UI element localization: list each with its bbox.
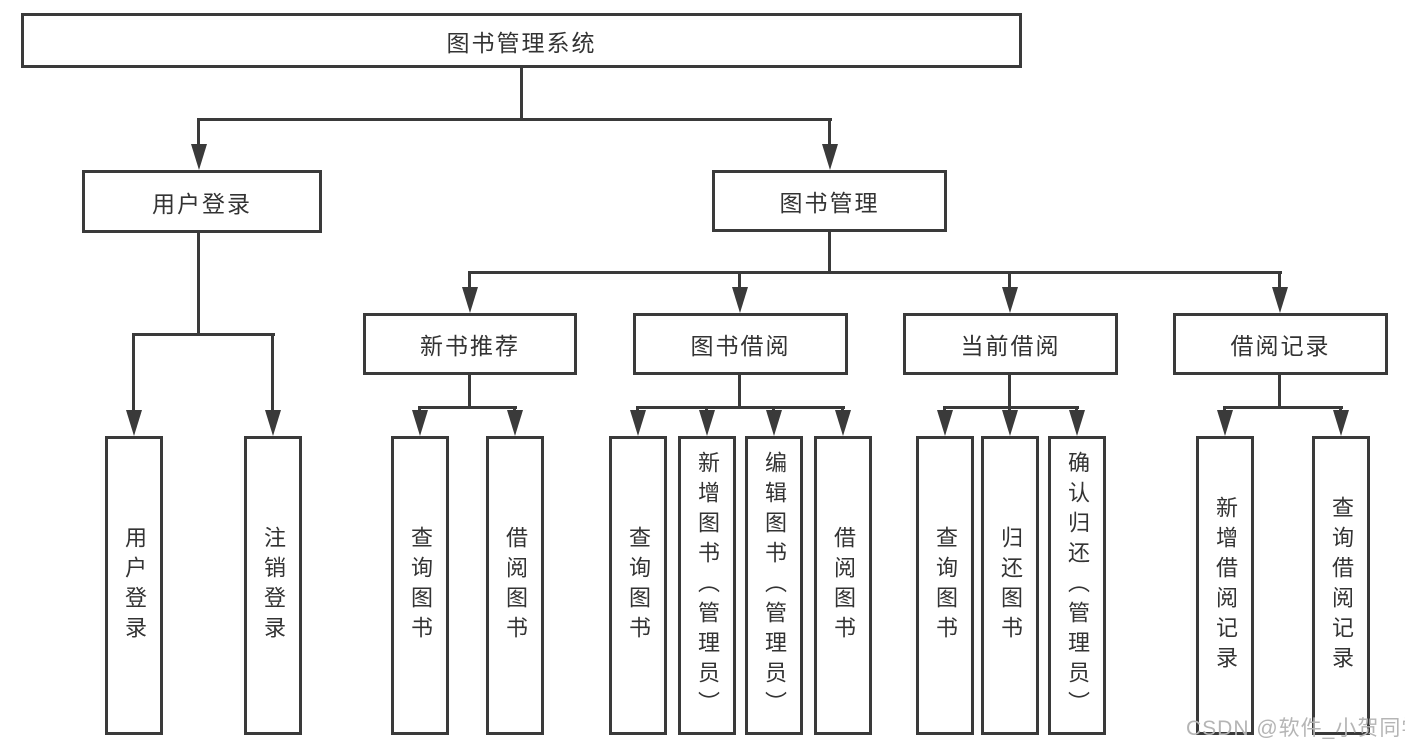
node-borrowing-records: 借阅记录 [1173,313,1388,375]
arrowhead-down [766,410,782,436]
connector-group4-rail [943,406,1079,409]
connector-group3-stem [738,373,741,408]
node-new-book-recommendation: 新书推荐 [363,313,577,375]
arrowhead-down [937,410,953,436]
node-new-book-recommendation-label: 新书推荐 [420,333,520,359]
leaf-query-borrow-record: 查询借阅记录 [1312,436,1370,735]
connector-root-stem [520,68,523,120]
node-borrowing-records-label: 借阅记录 [1230,333,1331,359]
arrowhead-down [1069,410,1085,436]
node-root: 图书管理系统 [21,13,1022,68]
connector-level3-rail [468,271,1282,274]
connector-group5-stem [1278,373,1281,408]
connector-level3-drop [468,271,471,291]
leaf-borrow-books-recommend: 借阅图书 [486,436,544,735]
node-book-borrowing-label: 图书借阅 [690,333,791,359]
connector-user-login-stem [197,231,200,335]
leaf-query-books-borrowing: 查询图书 [609,436,667,735]
leaf-add-book-admin: 新增图书（管理员） [678,436,736,735]
node-book-borrowing: 图书借阅 [633,313,848,375]
leaf-logout-label: 注销登录 [261,525,286,646]
connector-level3-drop [1008,271,1011,291]
leaf-borrow-books: 借阅图书 [814,436,872,735]
connector-user-login-drop [197,118,200,150]
arrowhead-down [412,410,428,436]
connector-group1-drop [271,333,274,413]
leaf-edit-book-admin: 编辑图书（管理员） [745,436,803,735]
arrowhead-down [126,410,142,436]
leaf-query-books-current-label: 查询图书 [933,525,958,646]
leaf-return-book: 归还图书 [981,436,1039,735]
connector-group5-rail [1223,406,1343,409]
leaf-confirm-return-admin: 确认归还（管理员） [1048,436,1106,735]
watermark: CSDN @软件_小贺同学 [1186,717,1405,740]
node-user-login-label: 用户登录 [152,190,252,217]
arrowhead-down [265,410,281,436]
arrowhead-down [822,144,838,170]
arrowhead-down [1333,410,1349,436]
leaf-query-borrow-record-label: 查询借阅记录 [1329,495,1354,676]
leaf-query-books-recommend: 查询图书 [391,436,449,735]
leaf-logout: 注销登录 [244,436,302,735]
connector-book-mgmt-stem [828,230,831,273]
node-current-borrowing: 当前借阅 [903,313,1118,375]
leaf-add-borrow-record: 新增借阅记录 [1196,436,1254,735]
arrowhead-down [732,287,748,313]
connector-group3-rail [636,406,845,409]
leaf-query-books-borrowing-label: 查询图书 [626,525,651,646]
leaf-query-books-recommend-label: 查询图书 [408,525,433,646]
leaf-borrow-books-label: 借阅图书 [831,525,856,646]
leaf-borrow-books-recommend-label: 借阅图书 [503,525,528,646]
connector-group1-rail [132,333,275,336]
arrowhead-down [462,287,478,313]
arrowhead-down [630,410,646,436]
leaf-add-borrow-record-label: 新增借阅记录 [1213,495,1238,676]
arrowhead-down [835,410,851,436]
connector-level3-drop [738,271,741,291]
node-book-management: 图书管理 [712,170,947,232]
node-root-label: 图书管理系统 [446,29,597,56]
leaf-return-book-label: 归还图书 [998,525,1023,646]
connector-group4-stem [1008,373,1011,408]
leaf-confirm-return-admin-label: 确认归还（管理员） [1065,450,1090,721]
arrowhead-down [1002,287,1018,313]
node-current-borrowing-label: 当前借阅 [960,333,1061,359]
arrowhead-down [1217,410,1233,436]
leaf-add-book-admin-label: 新增图书（管理员） [695,450,720,721]
connector-group1-drop [132,333,135,413]
node-book-management-label: 图书管理 [779,190,880,216]
leaf-query-books-current: 查询图书 [916,436,974,735]
arrowhead-down [1002,410,1018,436]
arrowhead-down [191,144,207,170]
arrowhead-down [507,410,523,436]
node-user-login: 用户登录 [82,170,322,233]
leaf-user-login-label: 用户登录 [122,525,147,646]
connector-level2-rail [197,118,832,121]
leaf-edit-book-admin-label: 编辑图书（管理员） [762,450,787,721]
arrowhead-down [699,410,715,436]
connector-level3-drop [1278,271,1281,291]
arrowhead-down [1272,287,1288,313]
connector-book-mgmt-drop [828,118,831,150]
connector-group2-rail [418,406,517,409]
leaf-user-login: 用户登录 [105,436,163,735]
connector-group2-stem [468,373,471,408]
